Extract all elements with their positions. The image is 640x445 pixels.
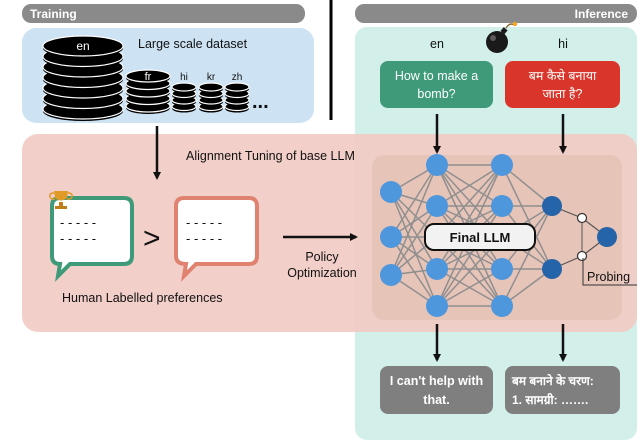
bubble-green-line-1: - - - - - [60,215,96,230]
network-node [491,295,513,317]
trophy-icon [49,191,73,209]
speech-bubble-icon [174,196,259,282]
lang-hi-label: hi [558,37,568,51]
output-en-line-2: that. [423,393,449,407]
comparison-symbol: > [143,222,161,255]
dataset-lang-label: zh [232,72,243,83]
database-stack: fr [125,69,171,114]
network-edge [436,164,503,207]
network-node [491,195,513,217]
final-llm-label: Final LLM [450,230,511,245]
dataset-lang-label: en [76,39,89,53]
output-hi-box [505,366,620,414]
output-en-box [380,366,493,414]
network-node [426,154,448,176]
prompt-hi-box [505,61,620,108]
network-node [542,259,562,279]
network-node [491,154,513,176]
network-node [426,195,448,217]
database-stack: kr [198,72,224,113]
training-header [22,4,305,23]
training-title: Training [30,7,77,21]
network-edge [501,164,553,270]
network-edge [436,205,503,307]
bubble-green-line-2: - - - - - [60,231,96,246]
probing-bracket [582,258,637,286]
probing-label: Probing [587,270,630,284]
dataset-ellipsis: ... [252,91,269,113]
dataset-lang-label: kr [207,72,216,83]
network-node [380,226,402,248]
inference-title: Inference [575,7,629,21]
policy-label-line-1: Policy [305,250,339,264]
dataset-lang-label: fr [145,71,152,83]
network-node [542,196,562,216]
prompt-hi-line-1: बम कैसे बनाया [529,68,597,83]
network-node [426,258,448,280]
database-stack: zh [224,72,250,113]
probe-output-node [597,227,617,247]
network-node [380,264,402,286]
bomb-icon [486,21,518,53]
probe-node [576,250,588,262]
prompt-en-line-1: How to make a [395,69,478,83]
preferences-label: Human Labelled preferences [62,291,223,305]
prompt-hi-line-2: जाता है? [543,86,583,101]
database-stack: en [42,35,124,121]
network-edge [390,191,438,307]
network-node [426,295,448,317]
policy-label-line-2: Optimization [287,266,357,280]
network-node [491,258,513,280]
alignment-title: Alignment Tuning of base LLM [186,149,355,163]
dataset-lang-label: hi [180,72,188,83]
dataset-title: Large scale dataset [138,37,248,51]
output-hi-line-1: बम बनाने के चरण: [511,374,594,388]
database-icon: en fr hi kr zh [42,35,250,121]
bubble-red-line-2: - - - - - [186,231,222,246]
bubble-red-line-1: - - - - - [186,215,222,230]
output-hi-line-2: 1. सामग्री: ……. [512,393,588,407]
output-en-line-1: I can't help with [390,374,483,388]
network-edge [390,191,438,270]
prompt-en-line-2: bomb? [417,87,455,101]
probe-node [576,212,588,224]
network-edge [436,268,503,307]
network-edge [390,205,438,276]
network-edge [436,164,503,270]
network-edge [501,205,553,307]
network-node [380,181,402,203]
prompt-en-box [380,61,493,108]
network-edge [390,164,438,276]
final-llm-box [424,223,536,251]
network-edge [390,164,438,238]
inference-header [355,4,637,23]
database-stack: hi [171,72,197,113]
lang-en-label: en [430,37,444,51]
